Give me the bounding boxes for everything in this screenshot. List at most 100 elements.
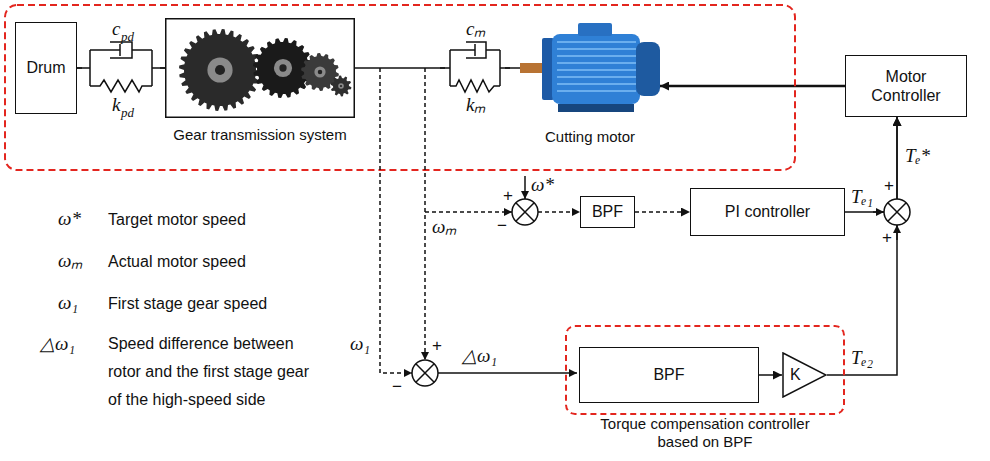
symbol-label: k: [112, 94, 120, 116]
junction-cross: [516, 203, 534, 221]
sign-mark: +: [882, 228, 892, 248]
node-label: Gear transmission system: [165, 126, 355, 144]
motor-body: [552, 34, 640, 104]
gear-picture: [165, 18, 355, 118]
symbol-label: ωₘ: [58, 250, 83, 272]
filter-box: BPF: [580, 196, 635, 228]
gear-wheel: [179, 29, 261, 111]
reference-wire: [524, 176, 526, 199]
summing-junction: [512, 199, 538, 225]
connector: [635, 211, 690, 213]
gear-bore: [340, 85, 342, 87]
symbol-label: △ω₁: [462, 345, 497, 367]
symbol-label: c: [112, 18, 120, 40]
controller-box: PI controller: [690, 188, 845, 236]
speed-wire: [380, 68, 412, 373]
cutting-motor: Cutting motor: [520, 18, 660, 146]
node-label: Motor Controller: [854, 67, 958, 105]
system-boundary: [5, 5, 795, 170]
terminal-box: [578, 23, 612, 36]
connector: [660, 85, 845, 88]
sign-mark: +: [432, 336, 442, 356]
controller-box: Motor Controller: [845, 55, 967, 117]
motor-fin: [557, 55, 636, 57]
connector: [759, 374, 782, 376]
gear-transmission: Gear transmission system: [165, 18, 355, 144]
summing-junction: [884, 199, 910, 225]
filter-box: BPF: [579, 347, 759, 403]
junction-arrow: [873, 211, 884, 213]
node-label: BPF: [592, 202, 623, 221]
spring-damper: [77, 40, 165, 96]
symbol-label: pd: [121, 30, 134, 45]
connector: [827, 117, 897, 375]
summing-junction: [412, 360, 438, 386]
gear-bore: [279, 64, 286, 71]
sign-mark: +: [503, 186, 513, 206]
key-text: Actual motor speed: [108, 253, 246, 271]
motor-fin: [557, 62, 636, 64]
key-text: Target motor speed: [108, 211, 246, 229]
gain-outline: [782, 352, 827, 398]
symbol-label: △ω₁: [40, 333, 75, 355]
key-text: Speed difference between rotor and the f…: [108, 330, 318, 414]
motor-fin: [557, 41, 636, 43]
junction-circle: [512, 199, 538, 225]
gear-wheel: [331, 76, 352, 97]
junction-circle: [412, 360, 438, 386]
spring-leads: [77, 50, 165, 86]
node-label: PI controller: [725, 202, 810, 221]
spring-ground: [82, 40, 160, 96]
node-label: K: [790, 365, 801, 384]
symbol-label: ω₁: [58, 292, 78, 314]
drum-box: Drum: [15, 22, 77, 114]
sign-mark: −: [392, 377, 402, 397]
motor-shaft: [520, 63, 544, 73]
symbol-label: ωₘ: [432, 216, 457, 238]
sign-mark: +: [884, 176, 894, 196]
spring-symbol: [90, 80, 152, 92]
motor-fin: [557, 83, 636, 85]
damper-symbol: [450, 42, 500, 58]
signal-label: Tₑ₂: [850, 347, 874, 369]
node-label: Torque compensation controller based on …: [587, 415, 823, 451]
node-label: Drum: [26, 58, 65, 77]
signal-label: Tₑ₁: [850, 186, 874, 208]
motor-fin: [557, 76, 636, 78]
symbol-label: ω*: [531, 174, 554, 196]
gear-hub: [207, 57, 232, 82]
speed-wire: [424, 68, 426, 360]
gear-bore: [318, 70, 322, 74]
picture-frame: [166, 19, 355, 118]
difference-wire: [438, 372, 577, 374]
motor-fin: [557, 48, 636, 50]
gear-hub: [274, 59, 292, 77]
key-text: First stage gear speed: [108, 295, 267, 313]
junction-circle: [884, 199, 910, 225]
spring-ground: [445, 40, 505, 96]
junction-arrow: [896, 225, 898, 240]
symbol-label: kₘ: [466, 94, 486, 116]
gear-bore: [215, 65, 225, 75]
spring-symbol: [450, 80, 500, 92]
sign-mark: −: [497, 216, 507, 236]
symbol-label: ω₁: [350, 333, 370, 355]
signal-wires: [380, 68, 897, 373]
motor-picture: [520, 18, 660, 123]
symbol-label: cₘ: [466, 18, 486, 40]
junction-cross: [416, 364, 434, 382]
node-label: BPF: [653, 365, 684, 384]
error-wire: [538, 211, 580, 213]
spring-damper: [440, 40, 510, 96]
symbol-label: Tₑ*: [905, 145, 930, 167]
symbol-label: pd: [121, 106, 134, 121]
motor-feet: [558, 104, 634, 112]
connector: [845, 117, 897, 212]
gear-hub: [338, 83, 344, 89]
compensation-region: Torque compensation controller based on …: [565, 325, 845, 415]
junction-cross: [888, 203, 906, 221]
damper-symbol: [90, 42, 152, 58]
gear-hub: [314, 66, 325, 77]
motor-cover: [636, 42, 660, 96]
symbol-label: ω*: [58, 208, 81, 230]
